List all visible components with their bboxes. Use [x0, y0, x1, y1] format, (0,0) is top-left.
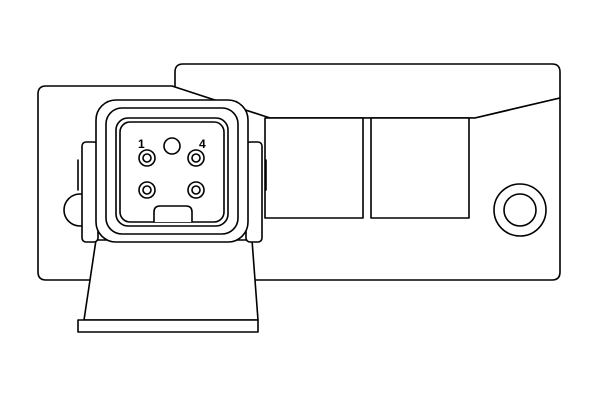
port-opening-left	[264, 117, 364, 219]
port-opening-right	[370, 117, 470, 219]
contact-pin-4	[187, 149, 205, 167]
contact-pin-1	[138, 149, 156, 167]
connector-housing	[95, 99, 249, 243]
lever-body	[83, 239, 259, 321]
locking-lever	[77, 141, 267, 333]
coding-hole	[163, 137, 181, 155]
pin-label-1: 1	[138, 137, 145, 151]
upper-housing-plate	[174, 63, 561, 119]
pin-label-4: 4	[199, 137, 206, 151]
lever-foot	[77, 319, 259, 333]
contact-pin-3	[187, 181, 205, 199]
screw-terminal	[493, 183, 547, 237]
screw-inner-ring	[503, 193, 537, 227]
keying-bump	[153, 205, 193, 223]
contact-pin-2	[138, 181, 156, 199]
